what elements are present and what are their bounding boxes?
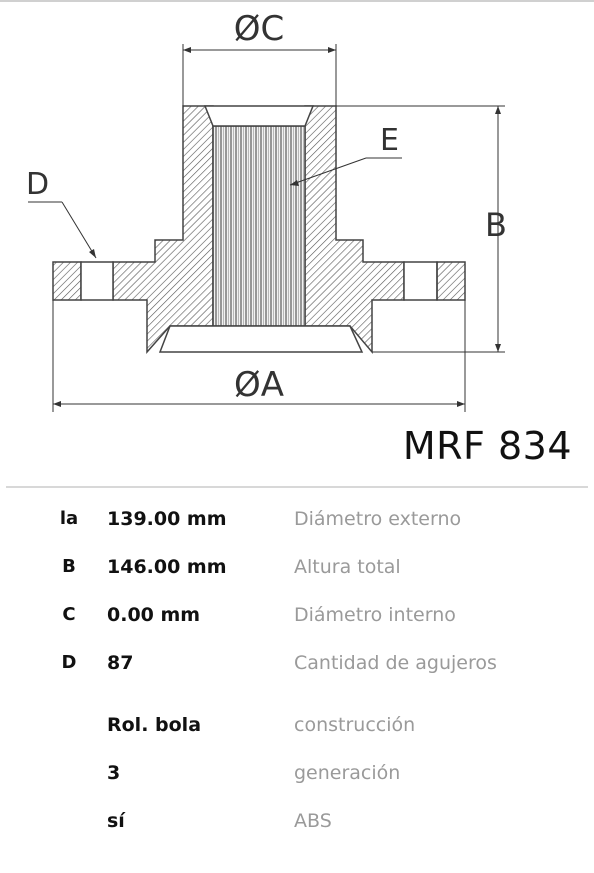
spec-description: Diámetro externo bbox=[294, 508, 462, 530]
spec-value: 0.00 mm bbox=[107, 604, 201, 626]
spec-value: 146.00 mm bbox=[107, 556, 227, 578]
dim-a-label: ØA bbox=[234, 365, 284, 405]
spec-description: ABS bbox=[294, 810, 332, 832]
leader-e-line bbox=[289, 157, 367, 186]
bore-bottom-chamfer bbox=[158, 325, 364, 353]
spec-row: la 139.00 mm Diámetro externo bbox=[0, 496, 594, 544]
spec-key: la bbox=[59, 508, 79, 529]
bolt-hole-left bbox=[80, 261, 114, 301]
leader-d-label: D bbox=[26, 167, 49, 202]
spec-description: Diámetro interno bbox=[294, 604, 456, 626]
spec-value: 3 bbox=[107, 762, 121, 784]
spec-key: D bbox=[61, 652, 77, 673]
spec-description: construcción bbox=[294, 714, 416, 736]
dim-c-label: ØC bbox=[234, 9, 285, 49]
spec-description: Cantidad de agujeros bbox=[294, 652, 497, 674]
spec-row: sí ABS bbox=[0, 798, 594, 846]
leader-e-label: E bbox=[380, 123, 399, 158]
spec-key: C bbox=[62, 604, 76, 625]
bolt-hole-right bbox=[403, 261, 438, 301]
spec-row: Rol. bola construcción bbox=[0, 702, 594, 750]
flange-right-tip bbox=[436, 261, 466, 301]
part-code: MRF 834 bbox=[402, 424, 572, 468]
spec-row: B 146.00 mm Altura total bbox=[0, 544, 594, 592]
spec-value: Rol. bola bbox=[107, 714, 202, 736]
divider bbox=[6, 486, 588, 488]
spec-row: C 0.00 mm Diámetro interno bbox=[0, 592, 594, 640]
leader-d-line bbox=[61, 201, 97, 259]
spec-key: B bbox=[62, 556, 76, 577]
spec-description: Altura total bbox=[294, 556, 401, 578]
spec-value: 87 bbox=[107, 652, 134, 674]
spec-value: 139.00 mm bbox=[107, 508, 227, 530]
spec-row: 3 generación bbox=[0, 750, 594, 798]
spec-value: sí bbox=[107, 810, 125, 832]
hub-technical-drawing: ØC B ØA D E bbox=[26, 9, 507, 412]
hub-body-left bbox=[112, 105, 214, 354]
dim-b-label: B bbox=[485, 206, 507, 244]
bore-top-chamfer bbox=[203, 105, 315, 127]
top-rule bbox=[0, 0, 594, 2]
splined-bore bbox=[212, 125, 306, 327]
spec-row: D 87 Cantidad de agujeros bbox=[0, 640, 594, 688]
flange-left-tip bbox=[52, 261, 82, 301]
spec-description: generación bbox=[294, 762, 401, 784]
